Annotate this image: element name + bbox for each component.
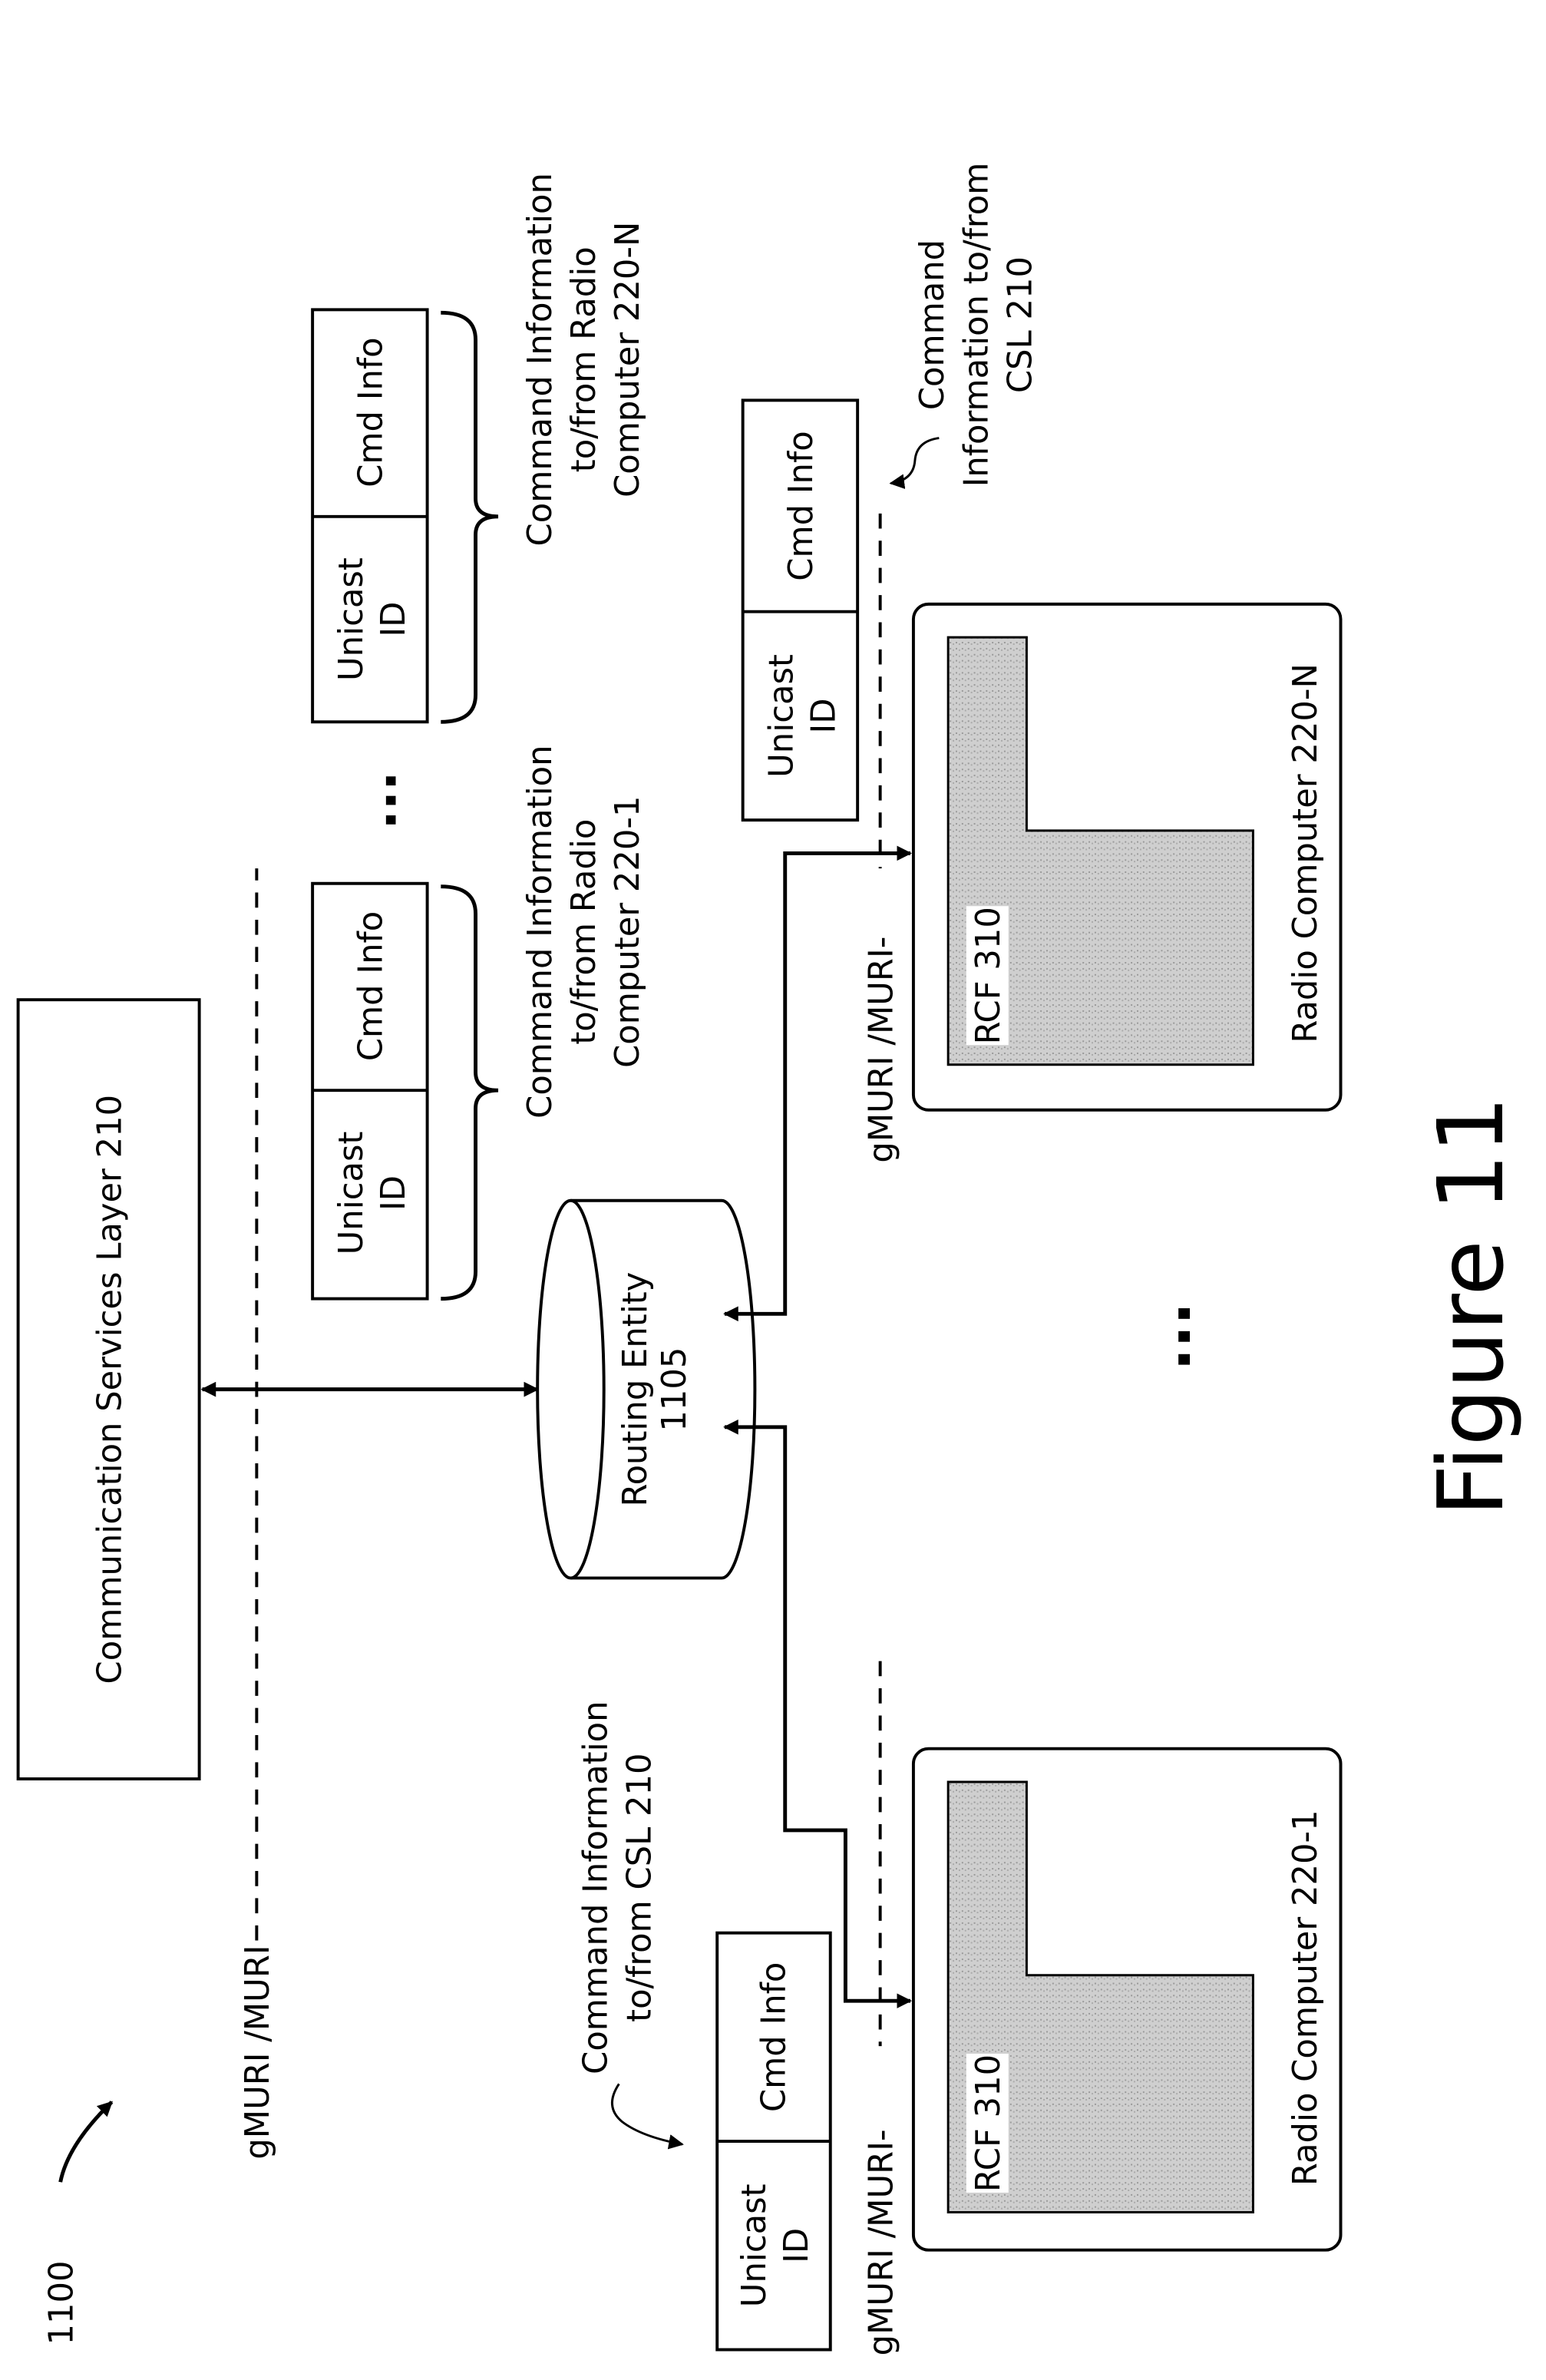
svg-text:Cmd Info: Cmd Info — [782, 431, 821, 580]
brace-radio-1 — [441, 887, 498, 1299]
svg-text:Communication Services Layer 2: Communication Services Layer 210 — [91, 1095, 129, 1684]
svg-text:RCF 310: RCF 310 — [970, 907, 1008, 1044]
svg-text:ID: ID — [778, 2228, 816, 2263]
csl-box: Communication Services Layer 210 — [18, 1000, 200, 1779]
routing-to-radio-1-arrow — [725, 1427, 910, 2001]
svg-text:Routing Entity: Routing Entity — [616, 1272, 655, 1507]
svg-text:Cmd Info: Cmd Info — [352, 337, 391, 487]
radio-computer-N: RCF 310 Radio Computer 220-N — [913, 604, 1341, 1110]
packet-csl-right: Cmd Info Unicast ID — [743, 400, 857, 820]
svg-text:ID: ID — [375, 1175, 413, 1211]
packet-csl-bottom: Cmd Info Unicast ID — [717, 1933, 831, 2350]
reference-number: 1100 — [42, 2260, 81, 2345]
svg-text:Unicast: Unicast — [763, 654, 801, 778]
svg-text:to/from Radio: to/from Radio — [565, 819, 603, 1045]
svg-text:ID: ID — [375, 602, 413, 637]
svg-text:to/from CSL 210: to/from CSL 210 — [621, 1753, 659, 2021]
brace-radio-N — [441, 312, 498, 722]
figure-caption: Figure 11 — [1418, 1096, 1524, 1516]
svg-text:Information to/from: Information to/from — [957, 163, 996, 488]
leader-csl-bottom — [612, 2084, 682, 2144]
svg-text:1105: 1105 — [656, 1347, 694, 1432]
interface-label-right: gMURI /MURI- — [862, 937, 900, 1163]
svg-text:Computer 220-1: Computer 220-1 — [609, 795, 647, 1067]
routing-entity: Routing Entity 1105 — [537, 1201, 755, 1578]
svg-text:Command: Command — [913, 240, 952, 410]
radio-ellipsis: ... — [1134, 1302, 1204, 1371]
svg-text:Cmd Info: Cmd Info — [352, 911, 391, 1061]
leader-csl-right — [890, 438, 939, 484]
packet-radio-1: Cmd Info Unicast ID — [312, 884, 427, 1299]
cmd-info-csl-bottom-label: Command Information to/from CSL 210 — [577, 1701, 659, 2074]
svg-text:Cmd Info: Cmd Info — [755, 1962, 794, 2112]
svg-text:Command Information: Command Information — [521, 745, 560, 1118]
svg-text:ID: ID — [805, 698, 844, 733]
interface-label: gMURI /MURI — [239, 1945, 277, 2159]
svg-text:Computer 220-N: Computer 220-N — [609, 222, 647, 497]
radio-computer-1: RCF 310 Radio Computer 220-1 — [913, 1749, 1341, 2250]
svg-text:Unicast: Unicast — [735, 2183, 774, 2307]
svg-text:RCF 310: RCF 310 — [970, 2054, 1008, 2192]
interface-label-bottom: gMURI /MURI- — [862, 2129, 900, 2355]
packet-ellipsis: ... — [348, 771, 408, 829]
svg-text:to/from Radio: to/from Radio — [565, 246, 603, 472]
svg-text:Command Information: Command Information — [577, 1701, 616, 2074]
cmd-info-radio-N-label: Command Information to/from Radio Comput… — [521, 173, 647, 546]
svg-text:Unicast: Unicast — [332, 557, 371, 681]
svg-text:Unicast: Unicast — [332, 1132, 371, 1255]
cmd-info-radio-1-label: Command Information to/from Radio Comput… — [521, 745, 647, 1118]
svg-text:Radio Computer 220-1: Radio Computer 220-1 — [1287, 1810, 1325, 2186]
reference-arrow — [61, 2102, 112, 2182]
svg-text:CSL 210: CSL 210 — [1001, 256, 1039, 393]
packet-radio-N: Cmd Info Unicast ID — [312, 309, 427, 722]
svg-text:Command Information: Command Information — [521, 173, 560, 546]
svg-text:Radio Computer 220-N: Radio Computer 220-N — [1287, 663, 1325, 1043]
